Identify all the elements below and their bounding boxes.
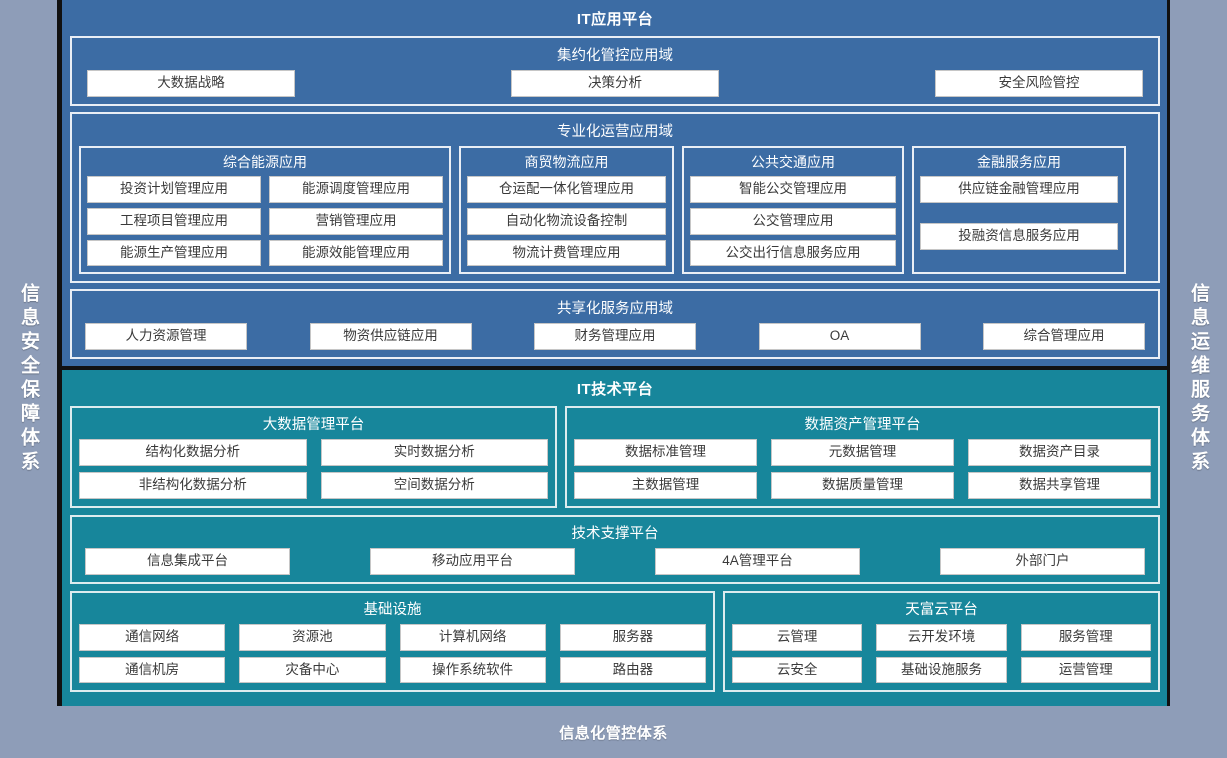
chip-resource-pool[interactable]: 资源池 [239,623,386,651]
chip-communication-network[interactable]: 通信网络 [79,623,226,651]
chip-oa[interactable]: OA [758,323,921,351]
right-rail-label: 信息运维服务体系 [1188,283,1209,475]
chip-energy-production-management[interactable]: 能源生产管理应用 [87,239,261,267]
domain-professional-operations-title: 专业化运营应用域 [557,123,673,140]
chip-supply-chain-finance-management[interactable]: 供应链金融管理应用 [920,175,1118,203]
chip-security-risk-control[interactable]: 安全风险管控 [935,70,1143,97]
chip-server[interactable]: 服务器 [559,623,706,651]
chip-spatial-data-analysis[interactable]: 空间数据分析 [320,472,548,499]
subgroup-public-transit-title: 公共交通应用 [751,153,835,170]
chip-marketing-management[interactable]: 营销管理应用 [269,207,443,235]
footer-informatization-governance: 信息化管控体系 [0,706,1227,758]
chip-operations-management[interactable]: 运营管理 [1020,656,1151,684]
domain-professional-operations: 专业化运营应用域 综合能源应用 投资计划管理应用 能源调度管理应用 工程项目管理… [70,111,1160,284]
chip-metadata-management[interactable]: 元数据管理 [771,439,954,467]
chip-external-portal[interactable]: 外部门户 [940,547,1145,575]
chip-financial-spacer [920,208,1118,218]
chip-communication-room[interactable]: 通信机房 [79,656,226,684]
center-column: IT应用平台 集约化管控应用域 大数据战略 决策分析 安全风险管控 专业化运营应… [60,0,1170,758]
chip-infrastructure-service[interactable]: 基础设施服务 [876,656,1007,684]
group-big-data-platform-title: 大数据管理平台 [262,417,365,434]
group-data-asset-platform: 数据资产管理平台 数据标准管理 元数据管理 数据资产目录 主数据管理 数据质量管… [565,406,1160,508]
it-application-platform-title: IT应用平台 [576,11,654,28]
chip-realtime-data-analysis[interactable]: 实时数据分析 [320,439,548,467]
chip-data-standard-management[interactable]: 数据标准管理 [574,439,757,467]
subgroup-integrated-energy-title: 综合能源应用 [223,153,307,170]
chip-data-asset-catalog[interactable]: 数据资产目录 [968,439,1151,467]
subgroup-financial-services: 金融服务应用 供应链金融管理应用 投融资信息服务应用 [912,145,1126,275]
group-tianfu-cloud-platform: 天富云平台 云管理 云开发环境 服务管理 云安全 基础设施服务 运营管理 [723,590,1160,693]
chip-service-management[interactable]: 服务管理 [1020,623,1151,651]
domain-intensive-management-title: 集约化管控应用域 [557,48,673,64]
it-application-platform: IT应用平台 集约化管控应用域 大数据战略 决策分析 安全风险管控 专业化运营应… [60,0,1170,369]
group-infrastructure-title: 基础设施 [363,601,422,618]
subgroup-public-transit: 公共交通应用 智能公交管理应用 公交管理应用 公交出行信息服务应用 [682,145,904,275]
group-infrastructure: 基础设施 通信网络 资源池 计算机网络 服务器 通信机房 灾备中心 操作系统软件… [70,590,715,693]
chip-cloud-security[interactable]: 云安全 [732,656,863,684]
chip-mobile-application-platform[interactable]: 移动应用平台 [370,547,575,575]
chip-data-sharing-management[interactable]: 数据共享管理 [968,472,1151,499]
chip-router[interactable]: 路由器 [559,656,706,684]
technical-support-chips: 信息集成平台 移动应用平台 4A管理平台 外部门户 [79,547,1151,575]
subgroup-trade-logistics: 商贸物流应用 仓运配一体化管理应用 自动化物流设备控制 物流计费管理应用 [459,145,674,275]
group-big-data-platform: 大数据管理平台 结构化数据分析 实时数据分析 非结构化数据分析 空间数据分析 [70,406,557,508]
left-rail-label: 信息安全保障体系 [18,283,39,475]
chip-bus-travel-information-service[interactable]: 公交出行信息服务应用 [690,239,896,267]
chip-computer-network[interactable]: 计算机网络 [399,623,546,651]
right-rail-it-operations: 信息运维服务体系 [1167,0,1227,758]
left-rail-information-security: 信息安全保障体系 [0,0,60,758]
chip-material-supply-chain[interactable]: 物资供应链应用 [309,323,472,351]
professional-subgroups: 综合能源应用 投资计划管理应用 能源调度管理应用 工程项目管理应用 营销管理应用 [79,145,1151,275]
chip-integrated-warehouse-transport-management[interactable]: 仓运配一体化管理应用 [467,175,666,203]
chip-cloud-management[interactable]: 云管理 [732,623,863,651]
footer-label: 信息化管控体系 [559,724,668,742]
subgroup-integrated-energy: 综合能源应用 投资计划管理应用 能源调度管理应用 工程项目管理应用 营销管理应用 [79,145,451,275]
chip-financial-management[interactable]: 财务管理应用 [534,323,696,351]
chip-structured-data-analysis[interactable]: 结构化数据分析 [79,439,307,467]
group-technical-support-platform-title: 技术支撑平台 [571,525,659,542]
chip-engineering-project-management[interactable]: 工程项目管理应用 [87,207,261,235]
domain-shared-services-title: 共享化服务应用域 [557,301,673,318]
chip-master-data-management[interactable]: 主数据管理 [574,472,757,499]
chip-comprehensive-management[interactable]: 综合管理应用 [983,323,1145,351]
chip-data-quality-management[interactable]: 数据质量管理 [771,472,954,499]
group-tianfu-cloud-platform-title: 天富云平台 [905,601,978,618]
group-technical-support-platform: 技术支撑平台 信息集成平台 移动应用平台 4A管理平台 外部门户 [70,514,1160,584]
domain-intensive-management-chips: 大数据战略 决策分析 安全风险管控 [79,70,1151,97]
chip-human-resource-management[interactable]: 人力资源管理 [85,323,247,351]
tech-top-columns: 大数据管理平台 结构化数据分析 实时数据分析 非结构化数据分析 空间数据分析 数… [70,406,1160,508]
domain-shared-services-chips: 人力资源管理 物资供应链应用 财务管理应用 OA 综合管理应用 [79,323,1151,351]
chip-automated-logistics-equipment-control[interactable]: 自动化物流设备控制 [467,207,666,235]
chip-investment-financing-information-service[interactable]: 投融资信息服务应用 [920,222,1118,250]
domain-intensive-management: 集约化管控应用域 大数据战略 决策分析 安全风险管控 [70,36,1160,106]
subgroup-trade-logistics-title: 商贸物流应用 [524,153,609,170]
chip-smart-bus-management[interactable]: 智能公交管理应用 [690,175,896,203]
chip-big-data-strategy[interactable]: 大数据战略 [87,70,295,97]
chip-disaster-recovery-center[interactable]: 灾备中心 [239,656,386,684]
chip-4a-management-platform[interactable]: 4A管理平台 [655,547,860,575]
chip-energy-efficiency-management[interactable]: 能源效能管理应用 [269,239,443,267]
it-technology-platform-title: IT技术平台 [576,381,654,399]
chip-logistics-billing-management[interactable]: 物流计费管理应用 [467,239,666,267]
chip-unstructured-data-analysis[interactable]: 非结构化数据分析 [79,472,307,499]
chip-investment-plan-management[interactable]: 投资计划管理应用 [87,175,261,203]
chip-bus-management[interactable]: 公交管理应用 [690,207,896,235]
domain-shared-services: 共享化服务应用域 人力资源管理 物资供应链应用 财务管理应用 OA 综合管理应用 [70,289,1160,360]
group-data-asset-platform-title: 数据资产管理平台 [804,417,921,434]
chip-decision-analysis[interactable]: 决策分析 [511,70,719,97]
chip-information-integration-platform[interactable]: 信息集成平台 [85,547,290,575]
subgroup-financial-services-title: 金融服务应用 [977,153,1061,170]
chip-energy-dispatch-management[interactable]: 能源调度管理应用 [269,175,443,203]
chip-cloud-development-environment[interactable]: 云开发环境 [876,623,1007,651]
it-technology-platform: IT技术平台 大数据管理平台 结构化数据分析 实时数据分析 非结构化数据分析 空… [60,368,1170,758]
chip-operating-system-software[interactable]: 操作系统软件 [399,656,546,684]
tech-bottom-columns: 基础设施 通信网络 资源池 计算机网络 服务器 通信机房 灾备中心 操作系统软件… [70,590,1160,693]
